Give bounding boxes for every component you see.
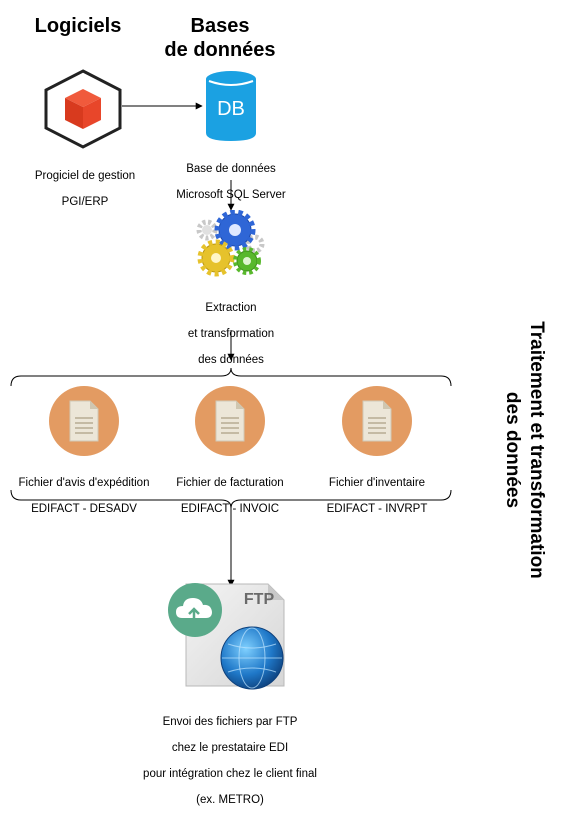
gears-icon <box>196 210 265 277</box>
desadv-document-icon <box>49 386 119 456</box>
ftp-label-line3: pour intégration chez le client final <box>143 768 317 780</box>
invrpt-label-line2: EDIFACT - INVRPT <box>326 503 428 515</box>
invoic-document-icon <box>195 386 265 456</box>
ftp-label-line1: Envoi des fichiers par FTP <box>162 716 298 728</box>
heading-databases: Bases de données <box>150 14 290 62</box>
heading-software: Logiciels <box>34 15 122 37</box>
invrpt-label-line1: Fichier d'inventaire <box>328 477 426 489</box>
gear-blue-icon <box>214 210 256 251</box>
ftp-server-icon <box>168 583 285 690</box>
bottom-brace <box>10 489 452 509</box>
heading-databases-line1: Bases <box>190 15 250 37</box>
erp-label-line2: PGI/ERP <box>61 196 109 208</box>
extraction-label-line1: Extraction <box>205 302 257 314</box>
ftp-label-line4: (ex. METRO) <box>196 794 264 806</box>
invoic-label: Fichier de facturation EDIFACT - INVOIC <box>150 464 310 529</box>
side-label-line1: Traitement et transformation <box>526 321 547 579</box>
database-label-line1: Base de données <box>186 163 276 175</box>
erp-cube-icon <box>44 69 122 149</box>
database-label-line2: Microsoft SQL Server <box>176 189 286 201</box>
gear-green-icon <box>233 247 261 275</box>
database-icon-text: DB <box>217 98 245 120</box>
extraction-label-line3: des données <box>198 354 264 366</box>
database-label: Base de données Microsoft SQL Server <box>156 150 306 215</box>
ftp-icon-text: FTP <box>243 591 275 608</box>
connectors <box>10 102 452 587</box>
side-label-processing: Traitement et transformation des données <box>500 300 548 600</box>
invoic-label-line2: EDIFACT - INVOIC <box>180 503 280 515</box>
ftp-label: Envoi des fichiers par FTP chez le prest… <box>110 703 350 820</box>
globe-icon <box>220 626 284 690</box>
side-label-line2: des données <box>502 391 523 509</box>
desadv-label-line1: Fichier d'avis d'expédition <box>18 477 150 489</box>
invrpt-document-icon <box>342 386 412 456</box>
erp-label: Progiciel de gestion PGI/ERP <box>10 157 160 222</box>
database-icon <box>206 71 256 141</box>
erp-label-line1: Progiciel de gestion <box>34 170 136 182</box>
top-brace <box>10 367 452 387</box>
heading-databases-line2: de données <box>164 39 276 61</box>
desadv-label-line2: EDIFACT - DESADV <box>31 503 137 515</box>
invrpt-label: Fichier d'inventaire EDIFACT - INVRPT <box>297 464 457 529</box>
extraction-label-line2: et transformation <box>187 328 275 340</box>
ftp-label-line2: chez le prestataire EDI <box>171 742 289 754</box>
gear-yellow-icon <box>197 239 235 277</box>
invoic-label-line1: Fichier de facturation <box>176 477 284 489</box>
extraction-label: Extraction et transformation des données <box>156 289 306 380</box>
cloud-upload-icon <box>168 583 222 637</box>
desadv-label: Fichier d'avis d'expédition EDIFACT - DE… <box>4 464 164 529</box>
